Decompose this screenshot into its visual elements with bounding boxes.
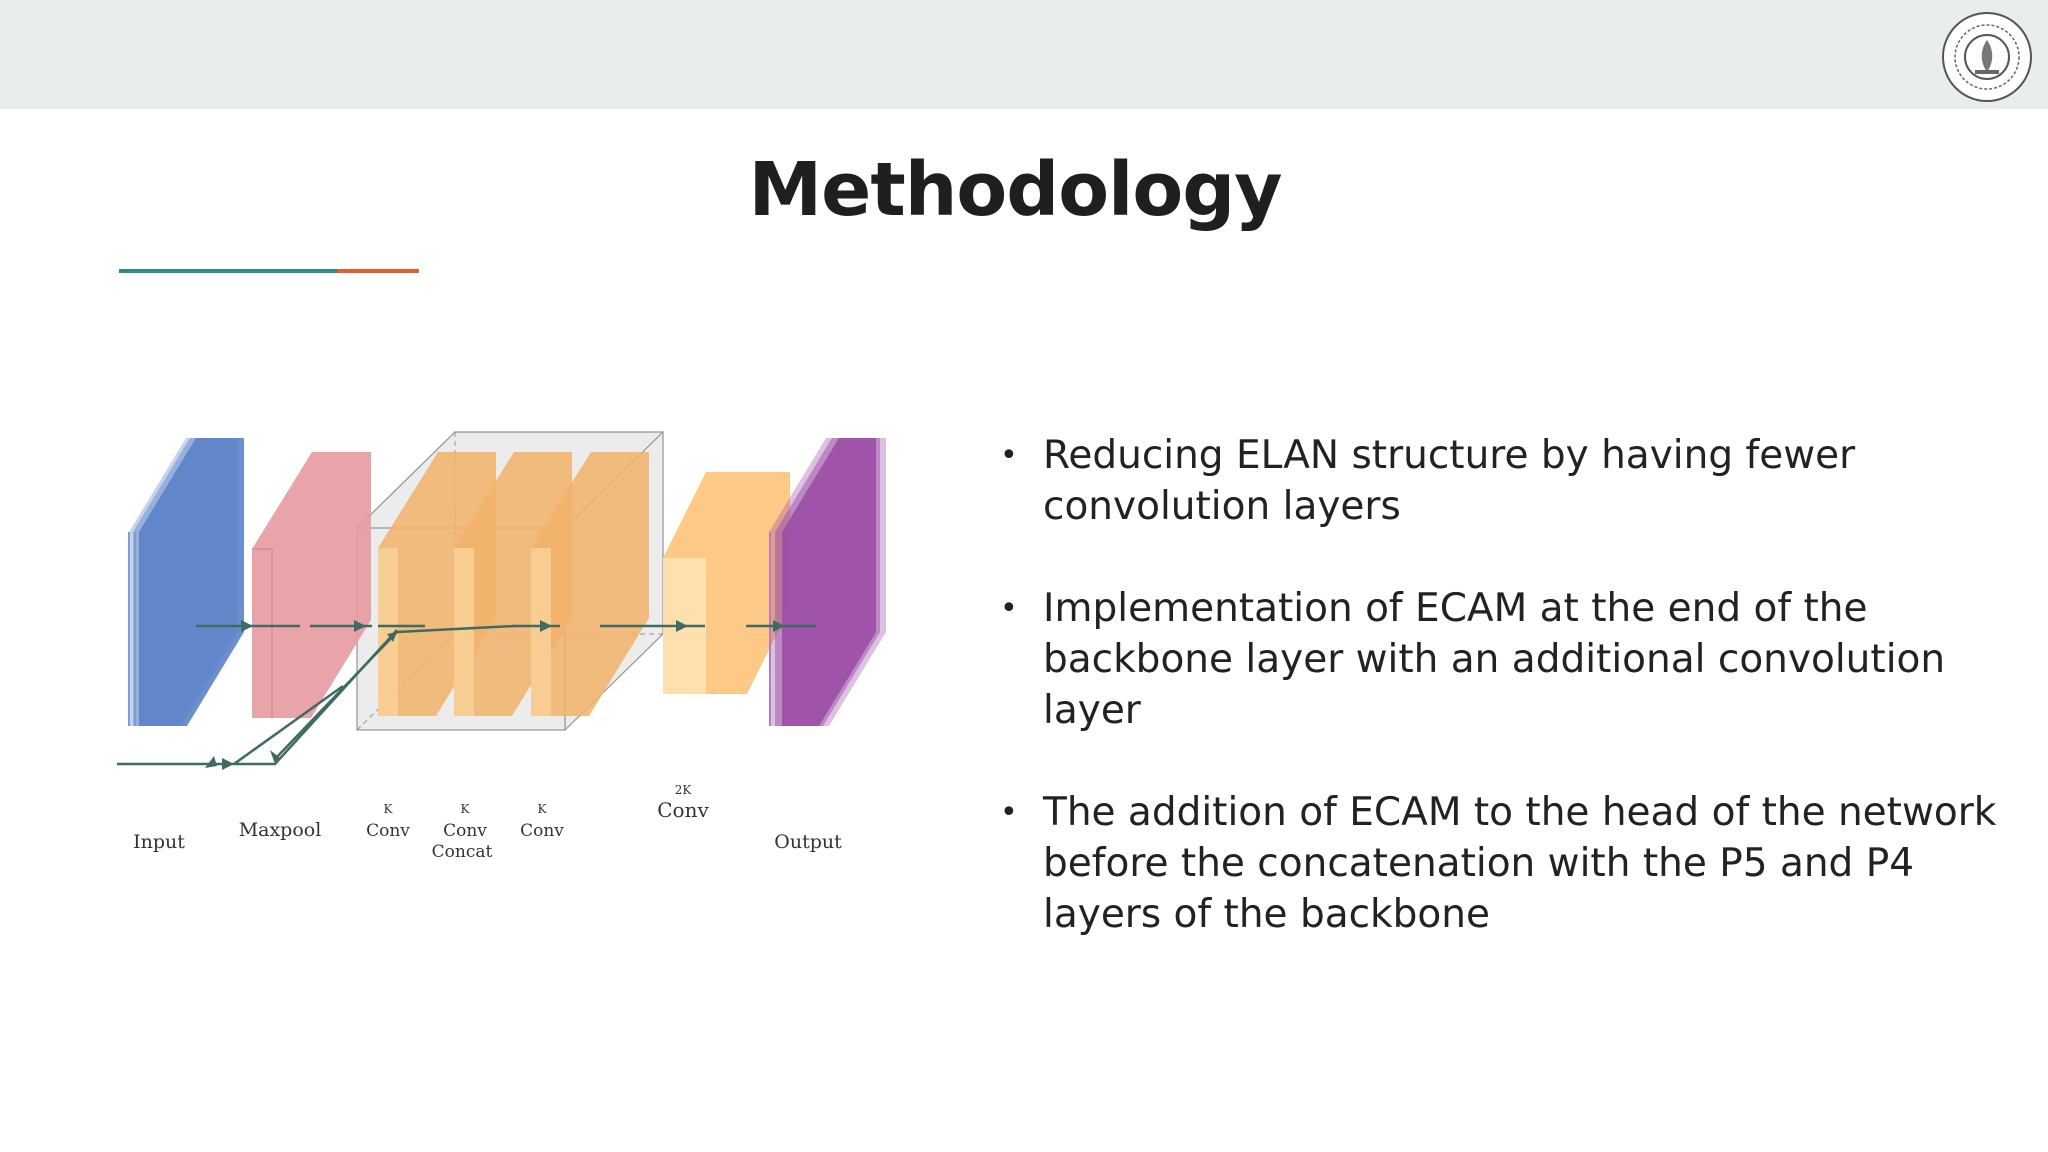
sublabel-conv-1: K [384,802,394,816]
layer-output [769,438,886,726]
sublabel-conv-2k: 2K [675,783,693,797]
label-input: Input [133,831,185,853]
bullet-text: The addition of ECAM to the head of the … [1043,790,1997,937]
sublabel-conv-3: K [538,802,548,816]
layer-maxpool [252,452,371,718]
label-conv-2k: Conv [657,798,709,822]
bullet-item: •Implementation of ECAM at the end of th… [1000,586,1946,733]
layer-conv-3 [531,452,649,716]
bullet-text: Reducing ELAN structure by having fewer … [1043,433,1856,529]
elan-architecture-diagram: Input Maxpool Conv Conv Concat Conv Conv… [110,420,900,900]
slide-title: Methodology [748,147,1283,233]
header-band [0,0,2048,109]
bullet-list: •Reducing ELAN structure by having fewer… [1000,430,2000,991]
bullet-text: Implementation of ECAM at the end of the… [1043,586,1946,733]
layer-input [128,438,244,726]
institute-seal-icon [1940,10,2034,104]
label-concat: Concat [432,842,493,862]
label-conv-1: Conv [366,821,410,841]
label-maxpool: Maxpool [239,819,322,841]
bullet-item: •The addition of ECAM to the head of the… [1000,790,1997,937]
sublabel-conv-2: K [461,802,471,816]
title-accent-line [119,269,419,273]
label-output: Output [774,831,842,853]
bullet-item: •Reducing ELAN structure by having fewer… [1000,433,1856,529]
label-conv-3: Conv [520,821,564,841]
label-conv-2: Conv [443,821,487,841]
